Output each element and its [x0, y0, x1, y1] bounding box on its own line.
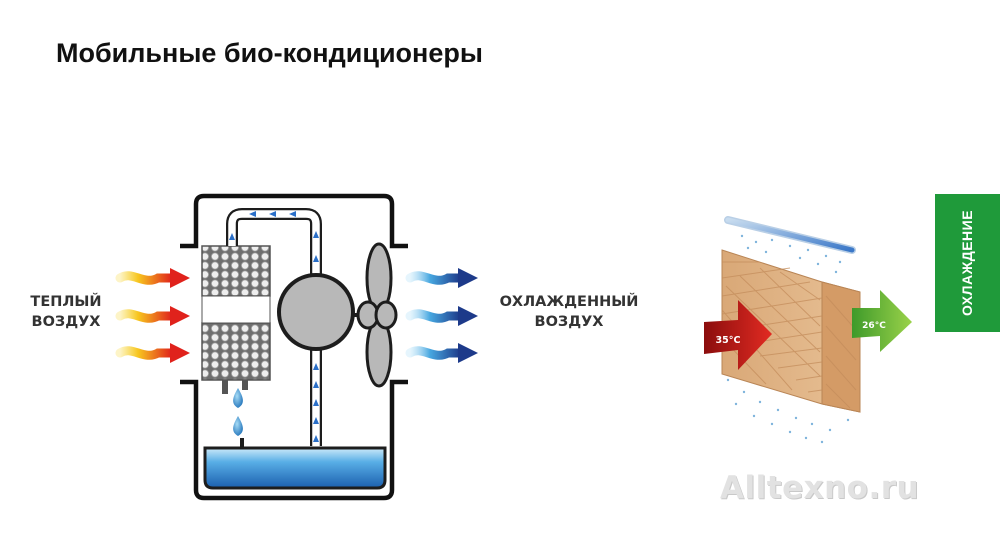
- outlet-temp-label: 26°C: [862, 321, 886, 331]
- water-tank: [203, 446, 387, 490]
- warm-air-arrows: [115, 268, 190, 363]
- warm-arrow-top: [115, 268, 190, 288]
- cooling-side-tab[interactable]: ОХЛАЖДЕНИЕ: [935, 194, 1000, 332]
- page-title: Мобильные био-кондиционеры: [56, 38, 483, 68]
- pump-motor: [277, 273, 355, 351]
- warm-air-label-line1: ТЕПЛЫЙ: [30, 294, 102, 310]
- conditioner-housing: [180, 193, 408, 501]
- cool-arrow-middle: [405, 306, 478, 326]
- cool-air-label-line1: ОХЛАЖДЕННЫЙ: [499, 294, 639, 310]
- cool-air-label: ОХЛАЖДЕННЫЙ ВОЗДУХ: [484, 292, 654, 332]
- water-drops: [233, 388, 243, 436]
- evaporative-pad: [201, 245, 271, 394]
- cooling-pad-illustration: 35°C 26°C: [704, 216, 912, 444]
- water-pipe: [226, 208, 322, 448]
- warm-arrow-middle: [115, 306, 190, 326]
- cool-air-arrow: 26°C: [852, 290, 912, 352]
- hot-air-arrow: 35°C: [704, 300, 772, 370]
- cool-air-arrows: [405, 268, 478, 363]
- cool-arrow-top: [405, 268, 478, 288]
- water-mist: [726, 234, 850, 444]
- cool-arrow-bottom: [405, 343, 478, 363]
- watermark-text: Alltexno.ru: [720, 470, 920, 506]
- water-drop-icon: [233, 416, 243, 436]
- water-drop-icon: [233, 388, 243, 408]
- spray-pipe: [724, 216, 856, 254]
- warm-arrow-bottom: [115, 343, 190, 363]
- pipe-flow-arrows: [229, 211, 319, 442]
- cooling-side-tab-label: ОХЛАЖДЕНИЕ: [959, 209, 976, 317]
- inlet-temp-label: 35°C: [716, 335, 741, 346]
- warm-air-label-line2: ВОЗДУХ: [31, 314, 101, 330]
- fan-icon: [353, 242, 398, 388]
- warm-air-label: ТЕПЛЫЙ ВОЗДУХ: [16, 292, 116, 332]
- cool-air-label-line2: ВОЗДУХ: [534, 314, 604, 330]
